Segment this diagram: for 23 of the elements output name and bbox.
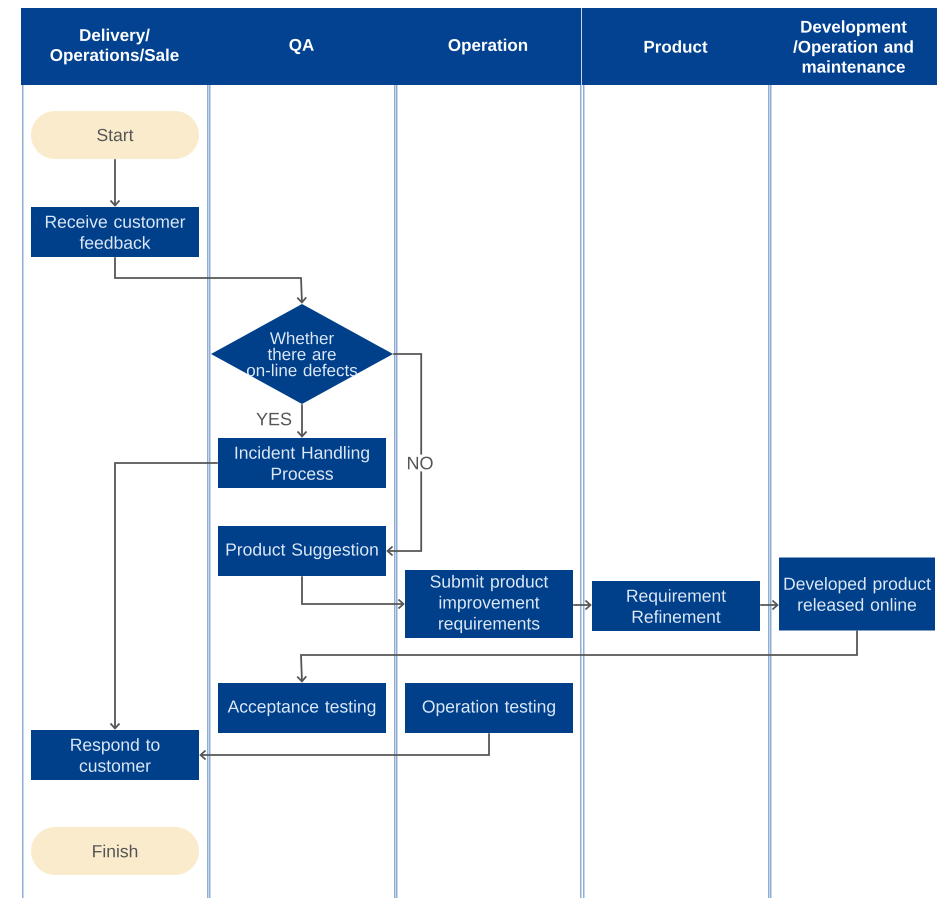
terminal-pill: Finish xyxy=(31,827,199,875)
process-box: Submit product improvement requirements xyxy=(405,570,573,638)
arrow xyxy=(296,404,308,438)
edge-label: YES xyxy=(256,412,292,426)
edge-label: NO xyxy=(404,454,436,472)
process-box: Receive customer feedback xyxy=(31,207,199,257)
arrow xyxy=(760,600,779,610)
arrow xyxy=(573,600,592,610)
arrow xyxy=(110,462,218,730)
arrow xyxy=(199,733,490,760)
process-box: Respond to customer xyxy=(31,730,199,780)
process-box: Requirement Refinement xyxy=(592,581,760,631)
terminal-pill: Start xyxy=(31,111,199,159)
arrow xyxy=(301,576,405,610)
arrow xyxy=(114,257,307,304)
arrow xyxy=(296,630,858,683)
process-box: Incident Handling Process xyxy=(218,438,386,488)
arrow xyxy=(110,159,120,207)
arrow xyxy=(386,353,422,556)
process-box: Product Suggestion xyxy=(218,526,386,576)
process-box: Acceptance testing xyxy=(218,683,386,733)
process-box: Operation testing xyxy=(405,683,573,733)
process-box: Developed product released online xyxy=(779,558,935,630)
